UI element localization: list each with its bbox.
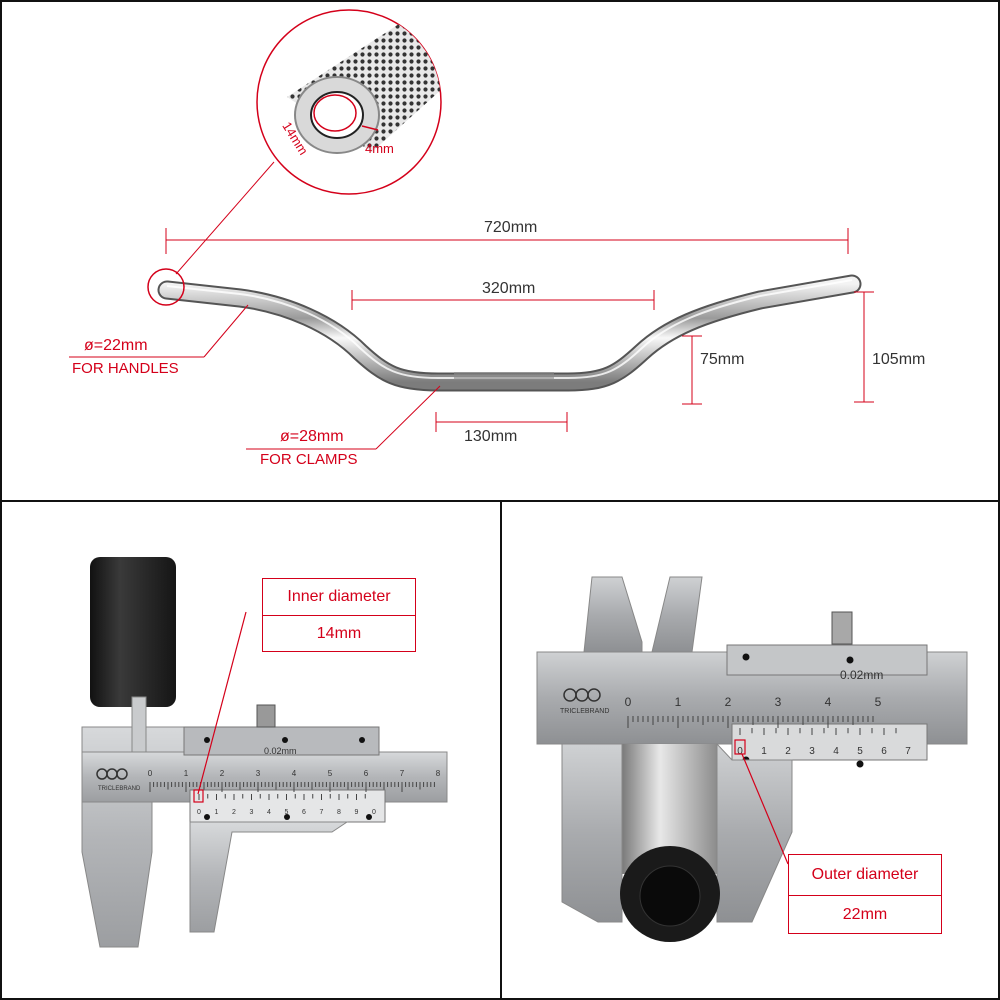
upper-fixed-jaw	[583, 576, 643, 653]
main-scale-outer: 0 1 2 3 4 5	[625, 695, 882, 728]
lower-moving-jaw	[716, 742, 793, 923]
vernier-scale-outer-label: 2	[785, 746, 791, 757]
vernier-scale-label: 0	[197, 809, 201, 816]
vernier-scale-outer-label: 7	[905, 746, 911, 757]
main-scale-label: 8	[436, 769, 441, 778]
vernier-scale-label: 0	[372, 809, 376, 816]
brand-logo-outer	[563, 688, 601, 702]
vernier-scale-label: 7	[320, 809, 324, 816]
thumb-screw	[256, 704, 276, 728]
vernier-scale-label: 6	[302, 809, 306, 816]
inner-jaw	[131, 696, 147, 758]
height-label: 105mm	[872, 351, 926, 368]
main-scale: 0 1 2 3 4 5 6 7 8	[148, 769, 441, 792]
vernier-scale-outer-label: 4	[833, 746, 839, 757]
thumb-screw-outer	[831, 611, 853, 645]
zoom-leader	[175, 161, 275, 275]
vernier-scale-label: 4	[267, 809, 271, 816]
vernier-scale-label: 1	[215, 809, 219, 816]
main-scale-outer-label: 1	[675, 695, 682, 709]
vernier-scale-outer-label: 5	[857, 746, 863, 757]
inner-diameter-value: 14mm	[316, 625, 362, 642]
vernier-scale-outer-label: 1	[761, 746, 767, 757]
slider-top-outer	[726, 644, 928, 676]
brand-logo	[96, 768, 128, 780]
handlebar	[157, 274, 862, 392]
bar-end-marker	[147, 268, 185, 306]
main-scale-label: 5	[328, 769, 333, 778]
zoom-detail	[256, 9, 442, 195]
dimension-lines	[69, 228, 874, 450]
overall-width-label: 720mm	[484, 219, 538, 236]
clamp-purpose-label: FOR CLAMPS	[260, 451, 358, 468]
caliper-resolution: 0.02mm	[264, 746, 297, 756]
knurl-band	[454, 372, 554, 380]
vernier-scale-label: 3	[250, 809, 254, 816]
vernier-scale-outer-label: 3	[809, 746, 815, 757]
main-scale-label: 4	[292, 769, 297, 778]
vernier-scale-outer: 0 1 2 3 4 5 6 7	[737, 728, 911, 757]
vernier-scale-label: 9	[355, 809, 359, 816]
inner-caliper-photo: 0 1 2 3 4 5 6 7 8 0 1 2 3 4 5 6 7 8 9 0	[81, 557, 448, 948]
vernier-scale-outer-label: 0	[737, 746, 743, 757]
upper-moving-jaw	[651, 576, 703, 653]
outer-diameter-value: 22mm	[842, 906, 888, 923]
main-scale-label: 6	[364, 769, 369, 778]
black-tube	[90, 557, 176, 707]
center-width-label: 320mm	[482, 280, 536, 297]
handlebar-dimension-panel: 14mm 4mm 720mm 320mm 75mm 105mm 130mm ø=…	[0, 0, 1000, 502]
main-scale-label: 3	[256, 769, 261, 778]
handlebar-drawing	[69, 9, 874, 450]
handle-diameter-label: ø=22mm	[84, 337, 148, 354]
inner-diameter-panel: 0 1 2 3 4 5 6 7 8 0 1 2 3 4 5 6 7 8 9 0 TRICLEBRAND 0.02mm…	[0, 500, 502, 1000]
main-scale-outer-label: 5	[875, 695, 882, 709]
vernier-scale-outer-label: 6	[881, 746, 887, 757]
brand-name: TRICLEBRAND	[98, 786, 141, 792]
rise-label: 75mm	[700, 351, 745, 368]
pointer-line-outer	[741, 753, 789, 865]
main-scale-outer-label: 3	[775, 695, 782, 709]
inner-diameter-title: Inner diameter	[263, 579, 415, 616]
vernier-scale-label: 2	[232, 809, 236, 816]
main-scale-label: 0	[148, 769, 153, 778]
clamp-width-label: 130mm	[464, 428, 518, 445]
vernier-scale-label: 8	[337, 809, 341, 816]
lower-fixed-jaw	[561, 743, 623, 923]
vernier-scale: 0 1 2 3 4 5 6 7 8 9 0	[197, 794, 376, 816]
zoom-wall-label: 4mm	[365, 141, 394, 156]
slider-top	[183, 726, 380, 756]
inner-diameter-box: Inner diameter 14mm	[262, 578, 416, 652]
main-scale-outer-label: 2	[725, 695, 732, 709]
main-scale-label: 2	[220, 769, 225, 778]
outer-caliper-photo: 0 1 2 3 4 5 0 1 2 3 4 5 6 7	[536, 576, 968, 942]
main-scale-outer-label: 4	[825, 695, 832, 709]
outer-diameter-box: Outer diameter 22mm	[788, 854, 942, 934]
pointer-line	[197, 611, 247, 795]
main-scale-label: 7	[400, 769, 405, 778]
brand-name-outer: TRICLEBRAND	[560, 708, 610, 715]
moving-jaw	[189, 821, 349, 933]
clamp-diameter-label: ø=28mm	[280, 428, 344, 445]
outer-diameter-title: Outer diameter	[789, 855, 941, 896]
handle-purpose-label: FOR HANDLES	[72, 360, 179, 377]
main-scale-outer-label: 0	[625, 695, 632, 709]
vernier-scale-label: 5	[285, 809, 289, 816]
outer-diameter-panel: 0 1 2 3 4 5 0 1 2 3 4 5 6 7 TRICLEBRAND 0.02mm Outer…	[500, 500, 1000, 1000]
main-scale-label: 1	[184, 769, 189, 778]
caliper-resolution-outer: 0.02mm	[840, 668, 884, 682]
